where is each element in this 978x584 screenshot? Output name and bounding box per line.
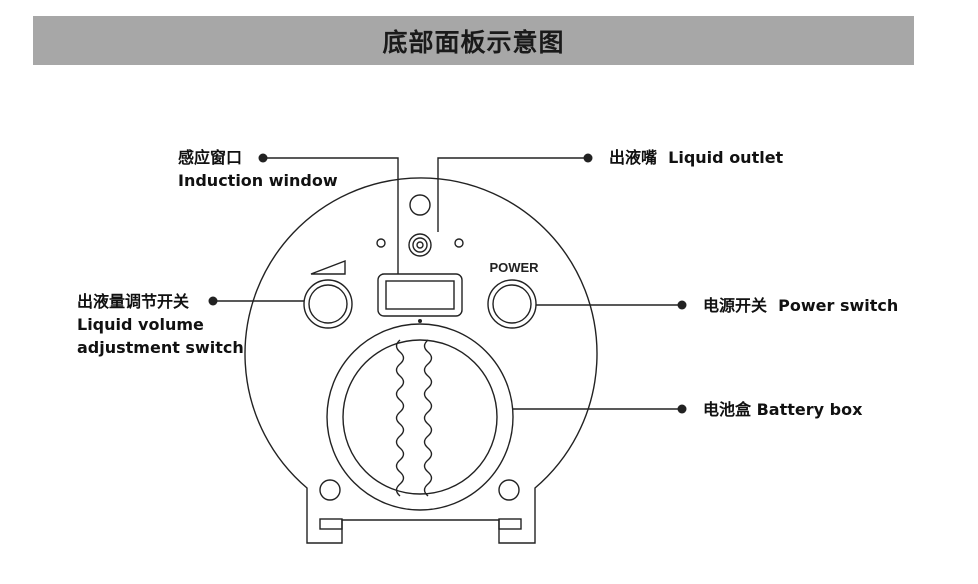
top-hole [409,194,431,216]
label-volume-switch-en-2: adjustment switch [77,338,244,357]
marker-dot-center [418,319,422,323]
page-title: 底部面板示意图 [382,27,565,57]
label-volume-switch-en-1: Liquid volume [77,315,204,334]
label-volume-switch-zh: 出液量调节开关 [77,292,190,311]
label-battery-box-zh: 电池盒 [703,400,752,419]
label-liquid-outlet-en: Liquid outlet [668,148,784,167]
label-liquid-outlet: 出液嘴 Liquid outlet [609,146,783,169]
title-bar: 底部面板示意图 [33,16,914,65]
label-volume-switch: 出液量调节开关 Liquid volume adjustment switch [77,290,244,359]
power-button-text: POWER [489,260,539,275]
label-power-switch-zh: 电源开关 [703,296,768,315]
leader-end-induction [258,153,268,163]
label-induction-window: 感应窗口 Induction window [178,146,338,192]
label-liquid-outlet-zh: 出液嘴 [609,148,658,167]
induction-window [377,273,463,317]
label-induction-window-zh: 感应窗口 [178,148,243,167]
liquid-outlet-nozzle [408,233,432,257]
device-outline [244,177,598,544]
label-induction-window-en: Induction window [178,171,338,190]
leader-end-outlet [583,153,593,163]
label-power-switch: 电源开关 Power switch [703,294,898,317]
bottom-hole-left [319,479,341,501]
leader-end-power [677,300,687,310]
foot-slot-left [319,518,343,530]
battery-cover-grip [395,339,433,497]
leader-end-battery [677,404,687,414]
foot-slot-right [498,518,522,530]
label-power-switch-en: Power switch [778,296,899,315]
indicator-dot-right [454,238,464,248]
volume-adjust-button [303,279,353,329]
leader-liquid-outlet [437,157,588,232]
label-battery-box-en: Battery box [756,400,863,419]
leader-induction-window [263,157,399,274]
label-battery-box: 电池盒 Battery box [703,398,862,421]
indicator-dot-left [376,238,386,248]
battery-box [326,323,514,511]
bottom-hole-right [498,479,520,501]
power-button [487,279,537,329]
leader-end-volume [208,296,218,306]
volume-wedge-icon [310,259,346,275]
